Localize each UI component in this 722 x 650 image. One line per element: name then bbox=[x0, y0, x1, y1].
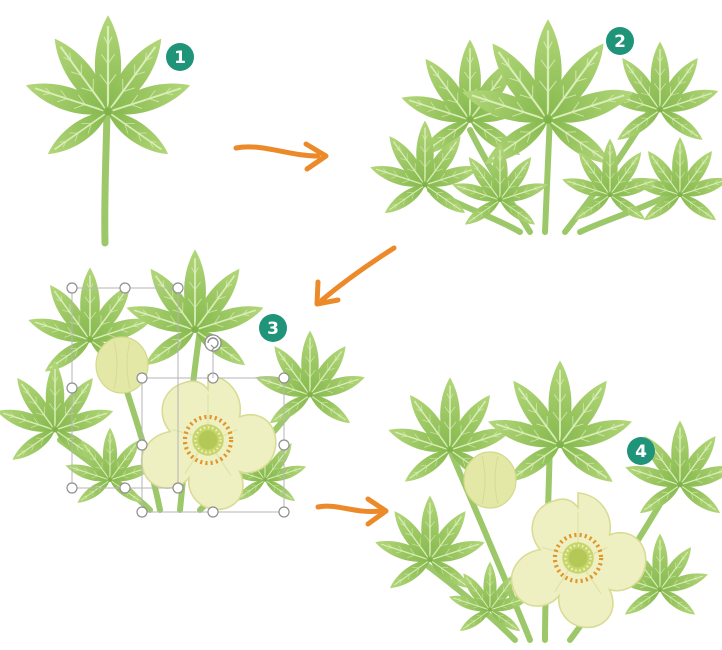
rotate-handle-icon[interactable] bbox=[205, 335, 221, 351]
step-number-4: 4 bbox=[635, 442, 647, 462]
resize-handle[interactable] bbox=[208, 507, 218, 517]
resize-handle[interactable] bbox=[279, 373, 289, 383]
resize-handle[interactable] bbox=[137, 440, 147, 450]
step-4-group: 4 bbox=[373, 360, 722, 640]
step-2-group: 2 bbox=[368, 19, 722, 232]
step-badge-4: 4 bbox=[627, 437, 655, 465]
resize-handle[interactable] bbox=[137, 373, 147, 383]
arrow-1-to-2 bbox=[236, 144, 326, 169]
leaf bbox=[450, 144, 550, 230]
leaf-stem bbox=[105, 112, 107, 243]
arrow-3-to-4 bbox=[318, 499, 386, 524]
resize-handle[interactable] bbox=[120, 283, 130, 293]
resize-handle[interactable] bbox=[279, 440, 289, 450]
leaf bbox=[623, 420, 722, 518]
step-1-group: 1 bbox=[22, 15, 194, 243]
step-badge-2: 2 bbox=[606, 27, 634, 55]
flower-bud bbox=[96, 337, 148, 393]
resize-handle[interactable] bbox=[67, 283, 77, 293]
hellebore-flower bbox=[512, 493, 646, 628]
resize-handle[interactable] bbox=[173, 483, 183, 493]
leaf bbox=[253, 330, 367, 428]
step-badge-3: 3 bbox=[259, 314, 287, 342]
step-badge-1: 1 bbox=[166, 43, 194, 71]
resize-handle[interactable] bbox=[67, 483, 77, 493]
resize-handle[interactable] bbox=[137, 507, 147, 517]
resize-handle[interactable] bbox=[67, 383, 77, 393]
step-number-1: 1 bbox=[174, 48, 186, 68]
step-3-group: 3 bbox=[0, 249, 367, 517]
resize-handle[interactable] bbox=[279, 507, 289, 517]
step-number-2: 2 bbox=[614, 32, 626, 52]
step-number-3: 3 bbox=[267, 319, 279, 339]
arrow-2-to-3 bbox=[317, 248, 394, 304]
resize-handle[interactable] bbox=[120, 483, 130, 493]
resize-handle[interactable] bbox=[173, 283, 183, 293]
flower-bud bbox=[464, 452, 516, 508]
